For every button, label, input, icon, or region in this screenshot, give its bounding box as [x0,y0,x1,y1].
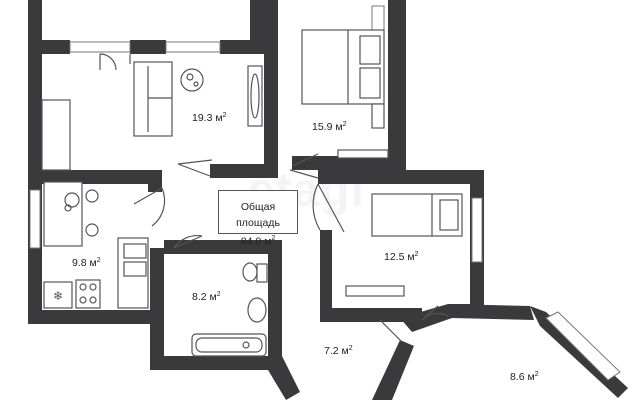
wall-corridor-left [268,356,300,400]
wall-bedroom1-right [388,0,406,170]
area-label-bedroom-2: 12.5 м2 [384,251,419,263]
doors [99,53,449,343]
total-area-box: Общая площадь 84.0 м2 [218,190,298,248]
door-kitchen [133,187,166,227]
wall-hall-top [210,164,278,178]
area-label-living-room: 19.3 м2 [192,112,227,124]
total-area-value: 84.0 м2 [240,235,276,248]
window-living-1 [69,41,131,53]
snowflake-icon: ❄ [53,289,63,303]
window-balcony [545,311,621,381]
door-living [177,159,213,177]
window-kitchen [29,189,41,249]
plant-icon [180,68,204,92]
wall-balcony-top [400,304,452,332]
wall-bathroom-left [150,248,164,370]
furniture: ❄ [41,29,463,357]
total-area-label: Общая площадь [236,201,280,229]
area-label-bathroom: 8.2 м2 [192,291,221,303]
wardrobe-bedroom1 [337,149,389,159]
door-bathroom [173,235,203,249]
wall-living-bedroom [264,40,278,170]
door-corridor [379,319,403,343]
pillow-3 [439,199,459,231]
wall-balcony-right [530,306,628,398]
door-bedroom2 [312,183,345,233]
kitchen-table [43,181,83,247]
area-label-kitchen: 9.8 м2 [72,257,101,269]
area-label-balcony-room: 8.6 м2 [510,371,539,383]
stove [75,279,101,309]
sink-1 [123,243,147,259]
nightstand-1 [371,103,385,129]
wall-top-stub [250,0,278,40]
door-bedroom1 [289,153,319,179]
windows [29,5,621,381]
room-labels: 19.3 м2 15.9 м2 12.5 м2 9.8 м2 8.2 м2 7.… [72,112,539,383]
living-table [41,99,71,171]
wall-bathroom-top [164,240,274,254]
window-bedroom2 [471,197,483,263]
chair-2 [85,189,99,203]
sofa [133,61,173,137]
window-living-2 [165,41,221,53]
sink-2 [123,261,147,277]
wall-bedroom2-left [320,230,332,322]
wall-bedroom1-bottom [292,156,406,170]
chair-3 [85,223,99,237]
wall-bedroom2-bottom [320,308,422,322]
wall-living-top-right [220,40,278,54]
wall-balcony-top-right [448,304,534,320]
bathtub [191,333,267,357]
wall-kitchen-top-stub [148,170,162,192]
wall-corridor-right [372,340,414,400]
wall-living-top-mid [130,40,166,54]
chair-1 [64,192,80,208]
wall-bedroom2-top [318,170,484,184]
fridge [43,281,73,309]
pillow-1 [359,35,381,65]
toilet-tank [256,263,268,283]
wall-bathroom-right [268,240,282,370]
wall-kitchen-top [28,170,152,184]
door-balcony-room [421,305,449,321]
wall-bathroom-bottom [150,356,282,370]
area-label-bedroom-1: 15.9 м2 [312,121,347,133]
door-living-balcony [99,53,117,71]
washbasin [247,297,267,323]
wall-living-top-left [28,40,70,54]
wall-kitchen-bottom [28,310,152,324]
wardrobe-bedroom2 [345,285,405,297]
toilet [242,262,258,282]
pillow-2 [359,67,381,99]
tv-stand [247,65,263,127]
area-label-corridor: 7.2 м2 [324,345,353,357]
